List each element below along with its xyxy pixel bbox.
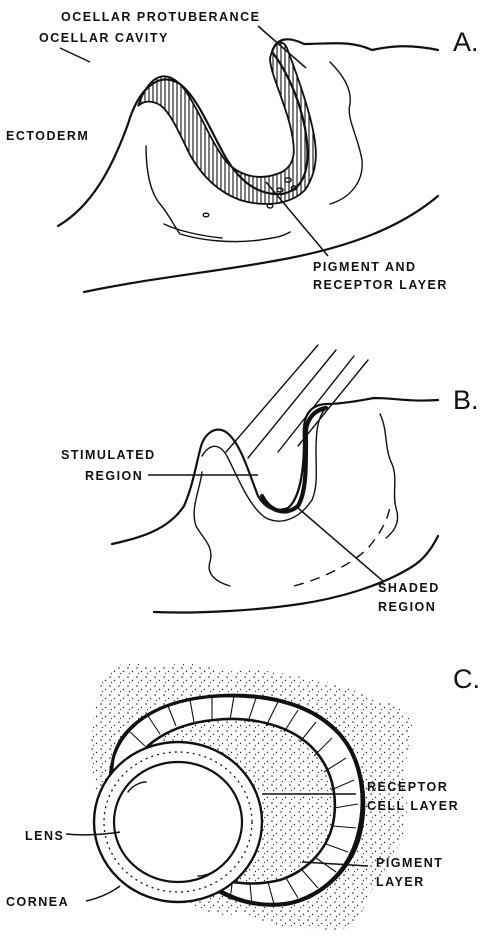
label-ocellar-cavity: OCELLAR CAVITY — [39, 31, 169, 45]
label-shaded-line1: SHADED — [378, 581, 440, 595]
label-pigment-line1: PIGMENT — [376, 856, 443, 870]
panel-c-letter: C. — [453, 664, 480, 694]
label-lens: LENS — [25, 829, 64, 843]
label-cornea: CORNEA — [6, 895, 69, 909]
ocellus-inner-contour-right — [330, 62, 362, 204]
cup-right-wavy-contour — [380, 414, 398, 538]
cup-left-wavy-contour — [194, 472, 230, 586]
panel-a: A. OCELLAR PROTUBERANCE OCELLAR CAVITY E… — [6, 10, 479, 292]
label-receptor-line2: CELL LAYER — [367, 799, 459, 813]
lens-body — [114, 762, 242, 882]
label-pigment-receptor-line2: RECEPTOR LAYER — [313, 278, 448, 292]
label-stimulated-line1: STIMULATED — [61, 448, 156, 462]
label-pigment-line2: LAYER — [376, 875, 425, 889]
label-shaded-line2: REGION — [378, 600, 436, 614]
label-ocellar-protuberance: OCELLAR PROTUBERANCE — [61, 10, 260, 24]
panel-c: C. — [6, 663, 480, 930]
cell-dot — [203, 213, 209, 217]
label-stimulated-line2: REGION — [85, 469, 143, 483]
panel-b: B. STIMULATED REGION SHADED REGION — [61, 345, 479, 614]
ocellus-inner-contour-bottom — [164, 224, 222, 238]
label-ectoderm: ECTODERM — [6, 129, 89, 143]
label-receptor-line1: RECEPTOR — [367, 780, 448, 794]
panel-b-letter: B. — [453, 385, 479, 415]
panel-a-letter: A. — [453, 27, 479, 57]
cup-outer-contour — [112, 398, 438, 544]
leader-cornea — [86, 886, 120, 901]
cell-dot — [267, 204, 273, 208]
pigment-receptor-layer — [138, 43, 316, 204]
leader-ocellar-cavity — [60, 48, 90, 62]
label-pigment-receptor-line1: PIGMENT AND — [313, 260, 417, 274]
